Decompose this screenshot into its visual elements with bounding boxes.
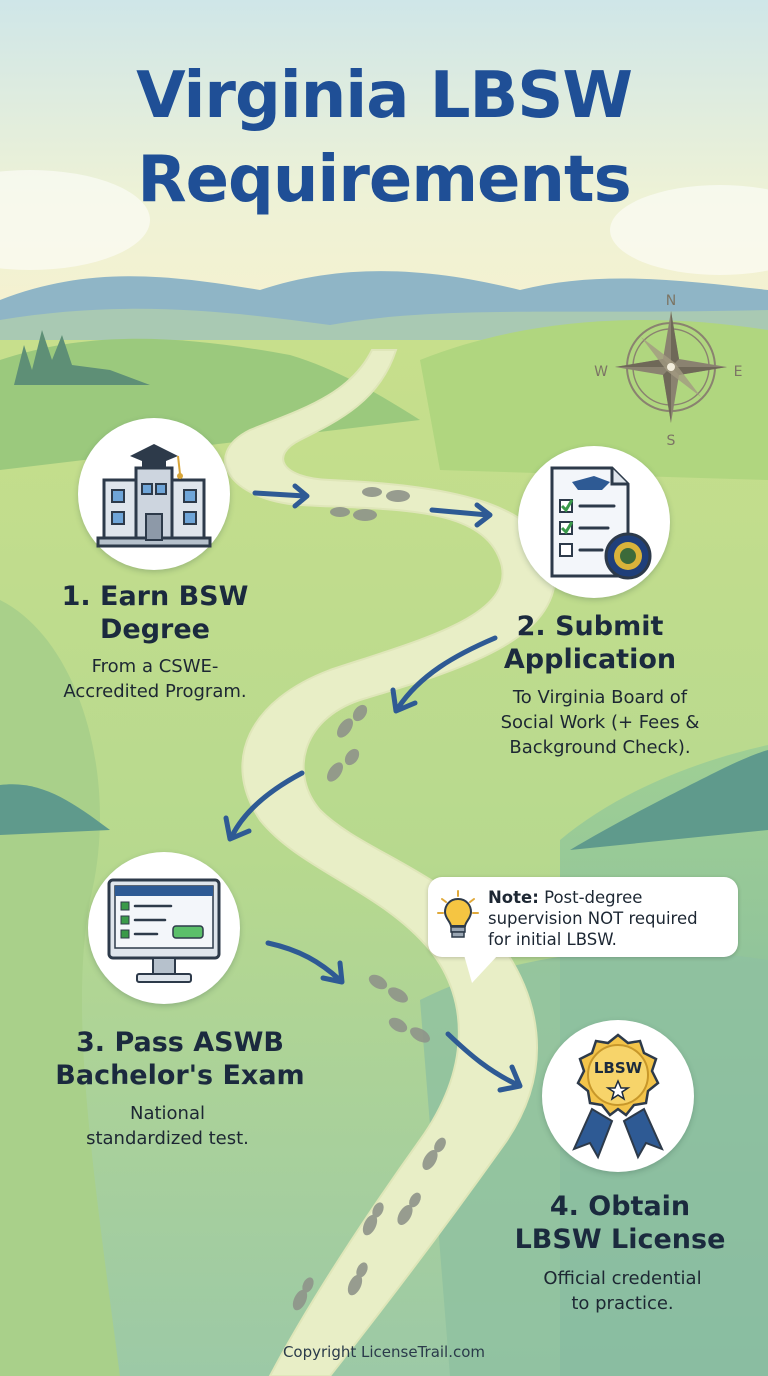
arrow-2: [429, 502, 493, 528]
note-line-2: supervision NOT required: [488, 909, 698, 928]
step-3-title-line-1: 3. Pass ASWB: [76, 1027, 284, 1058]
step-2-icon-circle: [518, 446, 670, 598]
compass-s: S: [667, 433, 676, 449]
step-4-title: 4. Obtain LBSW License: [490, 1190, 750, 1256]
computer-monitor-icon: [107, 878, 221, 983]
step-1-description: From a CSWE- Accredited Program.: [30, 654, 280, 704]
step-4-desc-line-1: Official credential: [543, 1268, 702, 1289]
step-2-desc-line-1: To Virginia Board of: [512, 687, 688, 708]
award-badge-icon: LBSW: [572, 1033, 664, 1160]
note-label: Note:: [488, 888, 539, 907]
lightbulb-icon: [437, 890, 479, 938]
step-3-title-line-2: Bachelor's Exam: [55, 1060, 305, 1091]
note-line-3: for initial LBSW.: [488, 930, 617, 949]
badge-text: LBSW: [594, 1059, 643, 1077]
arrow-3: [390, 635, 498, 714]
compass-w: W: [594, 364, 608, 380]
note-text: Note: Post-degree supervision NOT requir…: [488, 887, 728, 950]
step-2-title-line-1: 2. Submit: [516, 611, 664, 642]
step-1-icon-circle: [78, 418, 230, 570]
step-1-desc-line-2: Accredited Program.: [63, 681, 247, 702]
step-3-description: National standardized test.: [30, 1101, 305, 1151]
step-1-title-line-2: Degree: [100, 614, 210, 645]
compass-e: E: [734, 364, 743, 380]
step-3-title: 3. Pass ASWB Bachelor's Exam: [30, 1026, 330, 1092]
step-3-icon-circle: [88, 852, 240, 1004]
step-4-title-line-2: LBSW License: [514, 1224, 726, 1255]
arrows: [223, 483, 523, 1093]
tree-cluster: [14, 330, 150, 385]
step-3-desc-line-2: standardized test.: [86, 1128, 249, 1149]
footprints: [292, 487, 446, 1311]
step-4-title-line-1: 4. Obtain: [549, 1191, 691, 1222]
step-1-title: 1. Earn BSW Degree: [30, 580, 280, 646]
step-2-title-line-2: Application: [503, 644, 677, 675]
step-1-title-line-1: 1. Earn BSW: [61, 581, 249, 612]
note-pointer: [464, 955, 498, 983]
compass-n: N: [666, 293, 676, 309]
arrow-5: [265, 940, 345, 985]
cloud: [610, 185, 768, 275]
step-4-description: Official credential to practice.: [500, 1266, 745, 1316]
page-title-line-1: Virginia LBSW: [136, 59, 633, 133]
university-building-icon: [96, 444, 212, 548]
arrow-4: [223, 770, 305, 842]
arrow-1: [252, 483, 310, 509]
arrow-6: [445, 1031, 523, 1093]
application-checklist-icon: [550, 466, 652, 580]
step-2-description: To Virginia Board of Social Work (+ Fees…: [470, 685, 730, 760]
page-title-line-2: Requirements: [137, 143, 631, 217]
step-4-desc-line-2: to practice.: [571, 1293, 674, 1314]
note-line-1: Post-degree: [544, 888, 643, 907]
step-3-desc-line-1: National: [129, 1103, 205, 1124]
cloud: [0, 170, 150, 270]
right-dark-ridge: [570, 750, 768, 850]
step-4-icon-circle: LBSW: [542, 1020, 694, 1172]
step-2-desc-line-3: Background Check).: [509, 737, 691, 758]
step-2-desc-line-2: Social Work (+ Fees &: [500, 712, 700, 733]
step-1-desc-line-1: From a CSWE-: [91, 656, 219, 677]
left-dark-ridge: [0, 784, 110, 835]
copyright-footer: Copyright LicenseTrail.com: [282, 1343, 486, 1361]
note-callout: Note: Post-degree supervision NOT requir…: [428, 877, 738, 983]
compass-rose-icon: [615, 311, 727, 423]
step-2-title: 2. Submit Application: [470, 610, 710, 676]
